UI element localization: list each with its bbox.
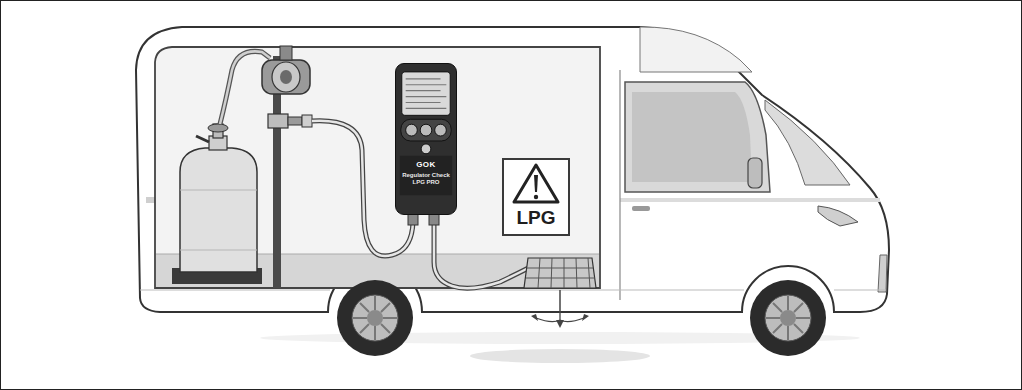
exclamation-dot bbox=[534, 195, 538, 199]
cutaway-interior bbox=[155, 47, 600, 288]
van-body-part bbox=[625, 82, 770, 192]
gas-cylinder-part bbox=[180, 190, 257, 250]
pressure-tester: GOK Regulator Check LPG PRO bbox=[395, 63, 457, 215]
wheels-part bbox=[750, 280, 826, 356]
regulator-assembly-part bbox=[272, 62, 300, 92]
van-body-part bbox=[619, 70, 620, 300]
floor-vent-part bbox=[524, 258, 596, 288]
regulator-assembly-part bbox=[280, 46, 292, 60]
wheels-part bbox=[780, 310, 796, 326]
van-body-part bbox=[878, 255, 887, 292]
van-body bbox=[136, 27, 889, 312]
wheels-part bbox=[766, 296, 810, 340]
tester-button bbox=[435, 124, 447, 136]
screen-line bbox=[406, 96, 447, 97]
van-body-part bbox=[136, 27, 889, 312]
regulator-assembly bbox=[220, 46, 312, 288]
node-subtitle: Regulator Check LPG PRO bbox=[400, 172, 452, 186]
van-body-part bbox=[640, 27, 752, 72]
wheels bbox=[337, 280, 826, 356]
gas-cylinder-part bbox=[180, 148, 257, 272]
gas-cylinder-part bbox=[196, 136, 209, 142]
floor-vent-part bbox=[531, 314, 589, 328]
van-body-part bbox=[818, 206, 858, 226]
tester-screen bbox=[402, 72, 450, 115]
tester-button bbox=[406, 124, 418, 136]
regulator-assembly-part bbox=[302, 115, 312, 127]
floor-vent bbox=[524, 258, 596, 328]
van-body-part bbox=[632, 206, 650, 211]
regulator-assembly-part bbox=[262, 60, 310, 94]
gas-cylinder bbox=[172, 124, 262, 284]
power-button bbox=[421, 144, 431, 154]
van-body-part bbox=[765, 100, 850, 185]
van-body-part bbox=[632, 92, 752, 182]
tester-button bbox=[420, 124, 432, 136]
warning-triangle bbox=[514, 165, 558, 202]
screen-line bbox=[406, 84, 447, 85]
regulator-assembly-part bbox=[280, 70, 292, 84]
node-title: GOK bbox=[396, 160, 456, 169]
floor-vent-part bbox=[526, 258, 595, 288]
screen-line bbox=[406, 102, 441, 103]
screen-line bbox=[406, 78, 441, 79]
floor-vent-part bbox=[559, 290, 561, 312]
wheels-part bbox=[352, 295, 398, 341]
screen-line bbox=[406, 90, 441, 91]
wheels-part bbox=[367, 310, 383, 326]
tester-face bbox=[396, 64, 456, 214]
regulator-assembly-part bbox=[268, 114, 288, 128]
wheels-part bbox=[337, 280, 413, 356]
van-body-part bbox=[748, 158, 762, 188]
wheels-part bbox=[765, 295, 811, 341]
exclamation-bar bbox=[534, 175, 538, 192]
node-title: LPG bbox=[504, 208, 568, 228]
van-body-part bbox=[620, 198, 880, 202]
gas-cylinder-part bbox=[208, 124, 228, 132]
lpg-warning-sign: LPG bbox=[502, 158, 570, 236]
ground-shadow-part bbox=[470, 349, 650, 363]
wheels-part bbox=[353, 296, 397, 340]
cutaway-interior-part bbox=[155, 47, 600, 288]
screen-line bbox=[406, 108, 447, 109]
button-panel bbox=[401, 119, 451, 141]
regulator-assembly-part bbox=[288, 117, 302, 125]
